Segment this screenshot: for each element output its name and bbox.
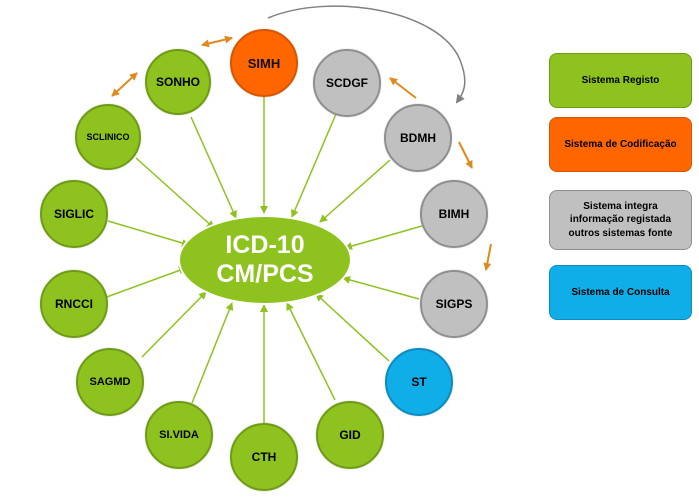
legend-integra-line2: informação registada [569,214,672,226]
legend-codificacao: Sistema de Codificação [549,117,692,172]
node-siglic-label: SIGLIC [53,207,94,221]
center-line2: CM/PCS [216,260,314,288]
node-sigps-label: SIGPS [435,297,473,311]
node-bdmh: BDMH [384,104,452,172]
node-st-label: ST [411,375,427,389]
node-gid-label: GID [339,428,361,442]
arrow-gid [286,302,336,401]
arrow-st [315,293,390,362]
legend-integra-line1: Sistema integra [583,200,658,212]
legend-registo: Sistema Registo [549,53,692,108]
arrow-bimh [344,225,423,250]
icd10-center: ICD-10 CM/PCS [178,215,352,305]
node-st: ST [385,348,453,416]
arrow-bimh-sigps [483,243,492,271]
node-scdgf-label: SCDGF [326,76,368,90]
node-sclinico: SCLINICO [75,104,141,170]
arrow-rncci [103,266,187,299]
arrow-sivida [191,302,234,404]
legend-integra: Sistema integra informação registada out… [549,190,692,250]
arrow-simh-bdmh [267,5,466,104]
arrow-sclinico [135,157,215,229]
arrow-bdmh-bimh [458,141,473,169]
node-rncci-label: RNCCI [55,297,93,311]
legend-consulta: Sistema de Consulta [549,265,692,320]
arrow-siglic [107,220,190,247]
node-cth: CTH [230,423,298,491]
legend-integra-line3: outros sistemas fonte [568,227,673,239]
node-sigps: SIGPS [420,270,488,338]
arrow-sagmd [141,291,207,358]
node-simh-label: SIMH [247,55,281,71]
legend-consulta-label: Sistema de Consulta [571,286,670,298]
node-gid: GID [316,401,384,469]
node-bdmh-label: BDMH [400,131,436,145]
arrow-bdmh [319,159,391,223]
legend-codificacao-label: Sistema de Codificação [564,138,677,150]
legend-registo-label: Sistema Registo [581,74,660,86]
center-line1: ICD-10 [225,231,305,260]
arrow-simh-sonho [201,35,233,48]
arrow-sonho [190,116,237,219]
arrow-scdgf [291,113,337,218]
node-sivida-label: SI.VIDA [159,429,199,441]
node-rncci: RNCCI [40,270,108,338]
node-sclinico-label: SCLINICO [86,132,130,142]
node-bimh-label: BIMH [438,207,470,221]
node-sonho: SONHO [145,49,211,115]
node-cth-label: CTH [251,450,277,464]
node-sivida: SI.VIDA [145,401,213,469]
node-siglic: SIGLIC [40,180,108,248]
node-simh: SIMH [230,29,298,97]
node-sonho-label: SONHO [155,75,200,89]
node-sagmd-label: SAGMD [89,376,131,388]
arrow-bdmh-scdgf [389,77,417,99]
arrow-sigps [342,276,420,300]
node-sagmd: SAGMD [76,348,144,416]
node-scdgf: SCDGF [313,49,381,117]
node-bimh: BIMH [420,180,488,248]
arrow-sonho-sclinico [111,72,138,97]
